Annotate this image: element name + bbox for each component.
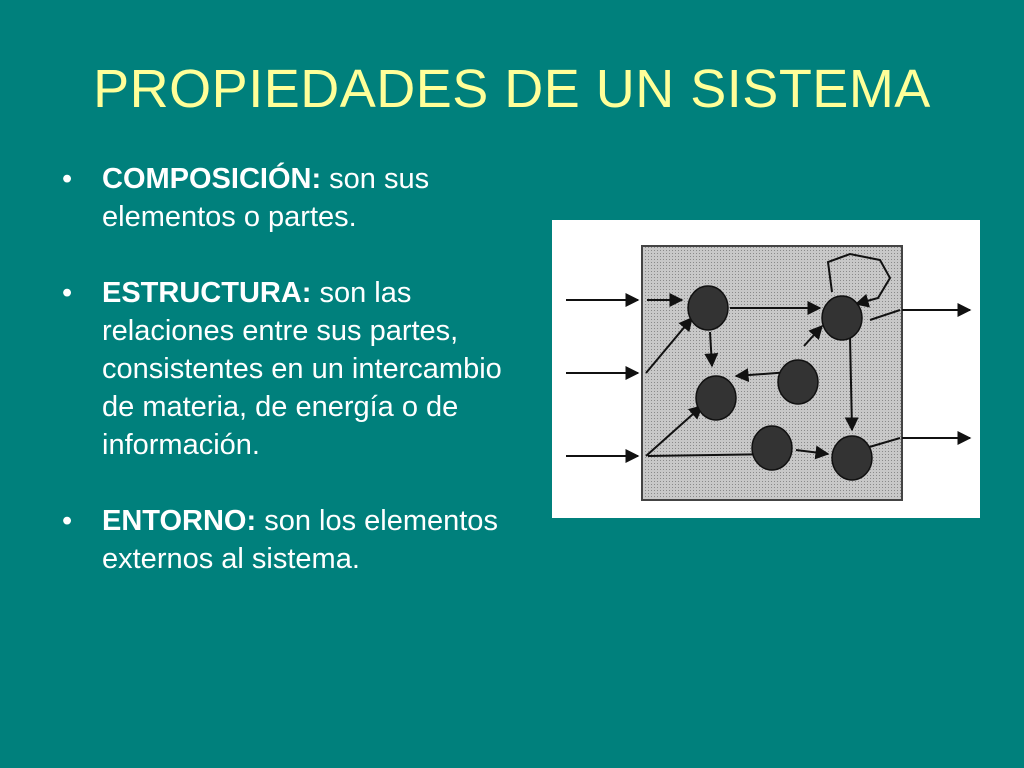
output-arrows: [902, 303, 972, 445]
element-node: [777, 359, 819, 405]
bullet-composicion: COMPOSICIÓN: son sus elementos o partes.: [62, 160, 532, 236]
element-node: [821, 295, 863, 341]
system-elements: [687, 285, 873, 481]
slide-title: PROPIEDADES DE UN SISTEMA: [93, 59, 931, 119]
bullet-term: ENTORNO:: [102, 505, 257, 537]
bullet-text: son las relaciones entre sus partes, con…: [102, 277, 502, 461]
bullet-term: COMPOSICIÓN:: [102, 163, 322, 195]
input-arrows: [566, 293, 640, 463]
bullet-text: son los elementos externos al sistema.: [102, 505, 498, 575]
bullet-list: COMPOSICIÓN: son sus elementos o partes.…: [62, 160, 532, 616]
element-node: [687, 285, 729, 331]
system-diagram-svg: [566, 245, 972, 501]
bullet-text: son sus elementos o partes.: [102, 163, 430, 233]
element-node: [831, 435, 873, 481]
element-node: [751, 425, 793, 471]
bullet-entorno: ENTORNO: son los elementos externos al s…: [62, 502, 532, 578]
bullet-term: ESTRUCTURA:: [102, 277, 312, 309]
system-diagram: [552, 220, 980, 518]
element-node: [695, 375, 737, 421]
bullet-estructura: ESTRUCTURA: son las relaciones entre sus…: [62, 274, 532, 464]
